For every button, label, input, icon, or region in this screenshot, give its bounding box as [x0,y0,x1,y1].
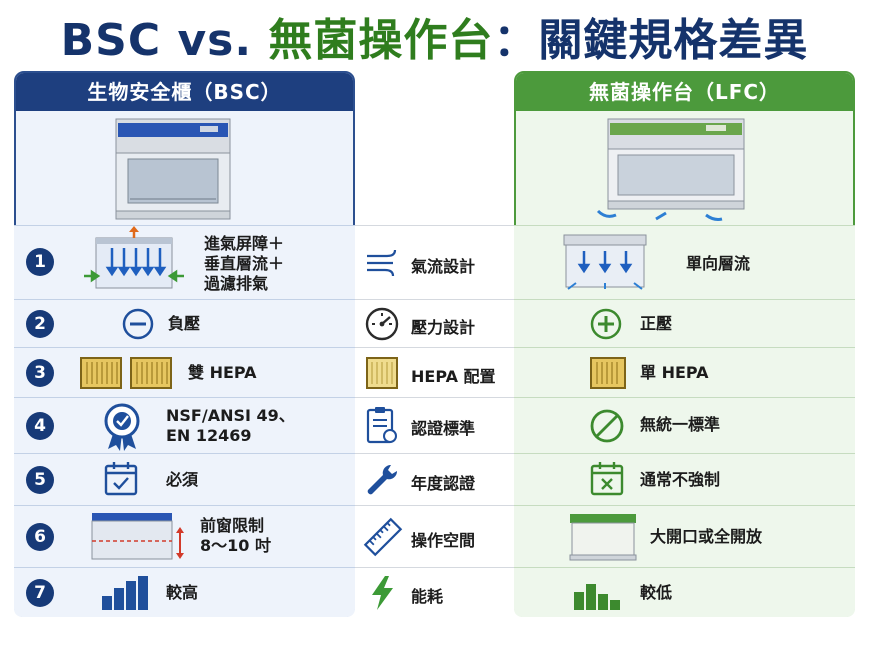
middle-row-6: 操作空間 [355,505,514,567]
middle-row-5: 年度認證 [355,453,514,505]
bsc-row-3-label: 雙 HEPA [188,363,257,382]
bsc-cabinet-image [115,118,231,220]
bsc-front-window-diagram [91,513,184,560]
lfc-airflow-diagram [563,234,647,290]
lfc-row-4-label: 無統一標準 [640,415,721,434]
row-number: 5 [26,466,54,494]
lfc-row-6-label: 大開口或全開放 [650,527,763,546]
lfc-row-4: 無統一標準 [514,397,855,453]
bsc-row-4-label: NSF/ANSI 49、 EN 12469 [166,406,295,446]
page-title: BSC vs. 無菌操作台：關鍵規格差異 [0,4,869,68]
lfc-row-7: 較低 [514,567,855,617]
wrench-icon [367,464,398,495]
middle-row-2: 壓力設計 [355,299,514,347]
middle-row-1: 氣流設計 [355,225,514,299]
pressure-gauge-icon [365,307,399,341]
lfc-row-2-label: 正壓 [640,314,673,333]
row-number: 1 [26,248,54,276]
bsc-row-1-line-2: 垂直層流＋ [204,254,285,273]
certification-badge-icon [104,403,140,451]
lfc-header: 無菌操作台（LFC） [516,73,853,111]
middle-row-3: HEPA 配置 [355,347,514,397]
bsc-row-6-line-2: 8〜10 吋 [200,536,271,555]
bsc-row-4: 4 NSF/ANSI 49、 EN 12469 [14,397,355,453]
title-lfc: 無菌操作台 [268,15,494,66]
middle-row-4-label: 認證標準 [411,419,476,438]
bsc-row-4-line-1: NSF/ANSI 49、 [166,406,295,425]
bsc-row-5: 5 必須 [14,453,355,505]
lfc-row-7-label: 較低 [640,583,673,602]
middle-row-4: 認證標準 [355,397,514,453]
hepa-filter-icon [80,357,122,389]
hepa-filter-icon [366,357,398,389]
bsc-image-area [16,111,353,227]
bsc-row-1-label: 進氣屏障＋ 垂直層流＋ 過濾排氣 [204,234,284,294]
middle-row-3-label: HEPA 配置 [411,367,496,386]
row-number: 4 [26,412,54,440]
row-number: 7 [26,579,54,607]
lfc-row-5: 通常不強制 [514,453,855,505]
bsc-row-6-line-1: 前窗限制 [200,516,265,535]
plus-circle-icon [590,308,622,340]
row-number: 6 [26,523,54,551]
ruler-icon [363,517,403,557]
middle-row-7-label: 能耗 [411,587,444,606]
airflow-icon [367,249,397,277]
lfc-row-6: 大開口或全開放 [514,505,855,567]
lfc-row-3: 單 HEPA [514,347,855,397]
bsc-row-1-line-3: 過濾排氣 [204,274,269,293]
bsc-row-5-label: 必須 [166,470,199,489]
lightning-icon [372,576,393,610]
hepa-filter-icon [590,357,626,389]
hepa-filter-icon [130,357,172,389]
bar-chart-high-icon [102,576,148,610]
title-bsc: BSC vs. [60,15,269,66]
bsc-row-6: 6 前窗限制 8〜10 吋 [14,505,355,567]
calendar-check-icon [104,462,138,496]
title-suffix: ：關鍵規格差異 [493,15,809,66]
lfc-cabinet-image [596,118,745,221]
row-number: 2 [26,310,54,338]
lfc-row-1: 單向層流 [514,225,855,299]
lfc-row-3-label: 單 HEPA [640,363,709,382]
bsc-airflow-diagram [84,226,184,289]
lfc-row-5-label: 通常不強制 [640,470,721,489]
prohibited-icon [590,409,624,443]
lfc-row-1-label: 單向層流 [686,254,751,273]
bsc-row-1-line-1: 進氣屏障＋ [204,234,285,253]
lfc-row-2: 正壓 [514,299,855,347]
middle-row-7: 能耗 [355,567,514,617]
bsc-row-2: 2 負壓 [14,299,355,347]
middle-row-6-label: 操作空間 [411,531,476,550]
bsc-row-7-label: 較高 [166,583,199,602]
bsc-row-3: 3 雙 HEPA [14,347,355,397]
middle-row-1-label: 氣流設計 [411,257,476,276]
bsc-row-1: 1 進氣屏障＋ 垂直層流＋ 過濾排氣 [14,225,355,299]
bsc-row-6-label: 前窗限制 8〜10 吋 [200,516,271,556]
bsc-header: 生物安全櫃（BSC） [16,73,353,111]
middle-row-2-label: 壓力設計 [411,318,476,337]
calendar-x-icon [590,462,624,496]
middle-row-5-label: 年度認證 [411,474,476,493]
minus-circle-icon [122,308,154,340]
bsc-row-4-line-2: EN 12469 [166,426,252,445]
bsc-row-7: 7 較高 [14,567,355,617]
lfc-image-area [516,111,853,227]
bsc-row-2-label: 負壓 [168,314,201,333]
bar-chart-low-icon [574,584,620,610]
lfc-open-front-diagram [569,514,637,561]
row-number: 3 [26,359,54,387]
certificate-clipboard-icon [366,407,397,444]
